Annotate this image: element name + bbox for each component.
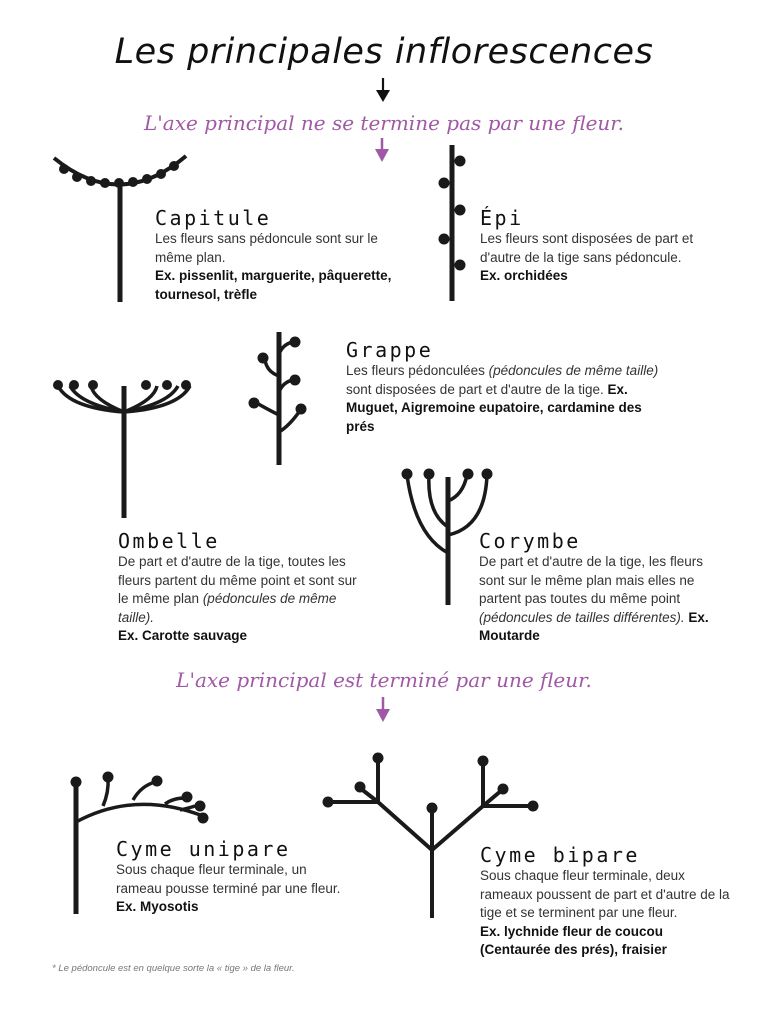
grappe-name: Grappe	[346, 338, 434, 362]
ombelle-diagram-icon	[53, 380, 192, 518]
arrow-down-icon	[376, 78, 390, 102]
capitule-example: Ex. pissenlit, marguerite, pâquerette, t…	[155, 268, 392, 302]
corymbe-desc-start: De part et d'autre de la tige, les fleur…	[479, 554, 703, 606]
section-heading-terminated: L'axe principal est terminé par une fleu…	[176, 668, 592, 692]
corymbe-diagram-icon	[401, 468, 493, 605]
page-title: Les principales inflorescences	[114, 32, 654, 72]
capitule-desc: Les fleurs sans pédoncule sont sur le mê…	[155, 231, 378, 265]
corymbe-card: Corymbe De part et d'autre de la tige, l…	[479, 529, 729, 646]
capitule-card: Capitule Les fleurs sans pédoncule sont …	[155, 206, 395, 304]
epi-diagram-icon	[438, 145, 466, 301]
grappe-desc-start: Les fleurs pédonculées	[346, 363, 485, 378]
cyme-bipare-desc: Sous chaque fleur terminale, deux rameau…	[480, 868, 730, 920]
epi-name: Épi	[480, 206, 524, 230]
arrow-down-icon	[376, 697, 390, 722]
capitule-name: Capitule	[155, 206, 272, 230]
ombelle-desc-italic: (pédoncules de même taille).	[118, 591, 337, 625]
footnote: * Le pédoncule est en quelque sorte la «…	[52, 963, 295, 974]
ombelle-example: Ex. Carotte sauvage	[118, 628, 248, 643]
grappe-desc-italic: (pédoncules de même taille)	[488, 363, 659, 378]
grappe-desc-end: sont disposées de part et d'autre de la …	[346, 381, 604, 397]
cyme-bipare-card: Cyme bipare Sous chaque fleur terminale,…	[480, 843, 730, 960]
grappe-example: Ex. Muguet, Aigremoine eupatoire, cardam…	[346, 381, 642, 434]
cyme-unipare-card: Cyme unipare Sous chaque fleur terminale…	[116, 837, 356, 917]
arrow-down-icon	[375, 138, 389, 162]
corymbe-name: Corymbe	[479, 529, 581, 553]
cyme-unipare-diagram-icon	[70, 771, 209, 914]
cyme-unipare-name: Cyme unipare	[116, 837, 291, 861]
cyme-unipare-example: Ex. Myosotis	[116, 899, 199, 914]
epi-example: Ex. orchidées	[480, 268, 568, 283]
ombelle-card: Ombelle De part et d'autre de la tige, t…	[118, 529, 368, 646]
cyme-unipare-desc: Sous chaque fleur terminale, un rameau p…	[116, 862, 341, 896]
corymbe-example: Ex. Moutarde	[479, 609, 709, 644]
ombelle-name: Ombelle	[118, 529, 220, 553]
capitule-diagram-icon	[52, 154, 188, 302]
cyme-bipare-name: Cyme bipare	[480, 843, 640, 867]
cyme-bipare-example: Ex. lychnide fleur de coucou (Centaurée …	[480, 923, 667, 958]
cyme-bipare-diagram-icon	[322, 752, 539, 918]
epi-card: Épi Les fleurs sont disposées de part et…	[480, 206, 720, 286]
section-heading-not-terminated: L'axe principal ne se termine pas par un…	[143, 111, 625, 135]
epi-desc: Les fleurs sont disposées de part et d'a…	[480, 231, 694, 265]
grappe-card: Grappe Les fleurs pédonculées (pédoncule…	[346, 338, 666, 436]
grappe-diagram-icon	[248, 332, 307, 465]
corymbe-desc-italic: (pédoncules de tailles différentes).	[479, 609, 685, 625]
ombelle-desc-start: De part et d'autre de la tige, toutes le…	[118, 554, 357, 606]
